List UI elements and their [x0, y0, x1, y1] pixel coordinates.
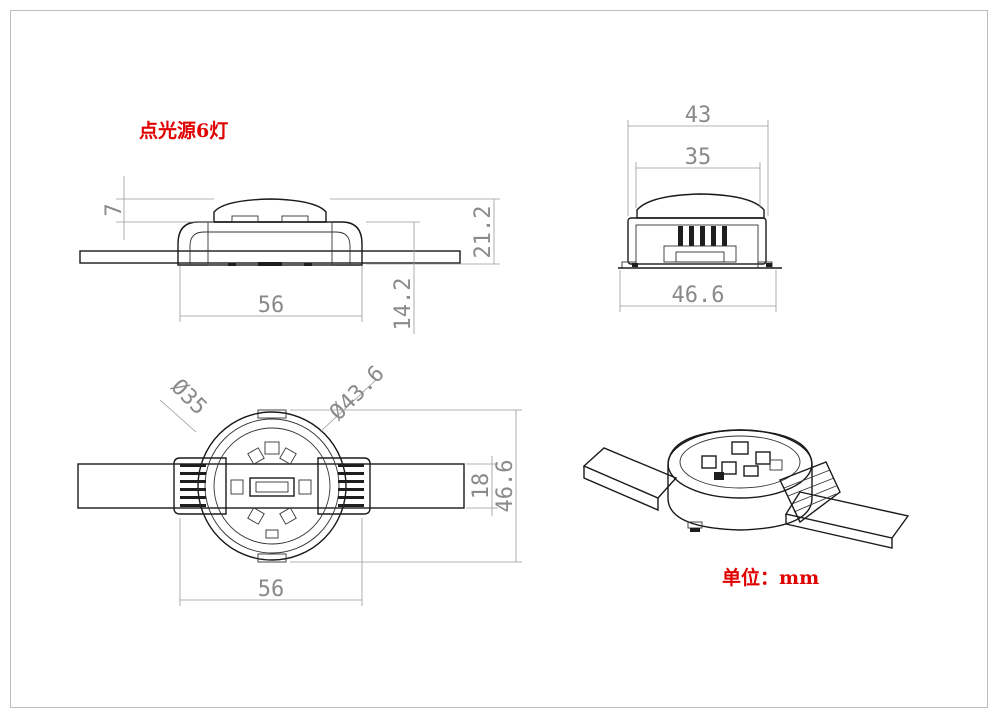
- top-outer-diameter-dim: Ø43.6: [325, 361, 390, 426]
- side-view: [79, 198, 461, 266]
- title-label: 点光源6灯: [139, 119, 228, 142]
- top-diameter-dim: 46.6: [493, 460, 518, 513]
- side-total-height-dim: 21.2: [471, 206, 496, 259]
- front-top-inner-dim: 35: [685, 145, 712, 170]
- front-bottom-width-dim: 46.6: [672, 283, 725, 308]
- top-view: [77, 409, 465, 563]
- front-view: [618, 193, 782, 269]
- top-inner-diameter-dim: Ø35: [166, 375, 212, 421]
- drawing-frame: [10, 10, 988, 708]
- unit-label: 单位：mm: [722, 566, 819, 589]
- side-view-dimensions: 56 7 21.2 14.2: [102, 176, 500, 334]
- front-view-dimensions: 43 35 46.6: [619, 103, 777, 312]
- side-led-height-dim: 7: [102, 203, 127, 216]
- side-width-dim: 56: [258, 293, 285, 318]
- front-top-outer-dim: 43: [685, 103, 712, 128]
- isometric-view: [582, 429, 910, 549]
- top-cable-width-dim: 18: [469, 473, 494, 500]
- side-body-height-dim: 14.2: [391, 278, 416, 331]
- top-width-dim: 56: [258, 577, 285, 602]
